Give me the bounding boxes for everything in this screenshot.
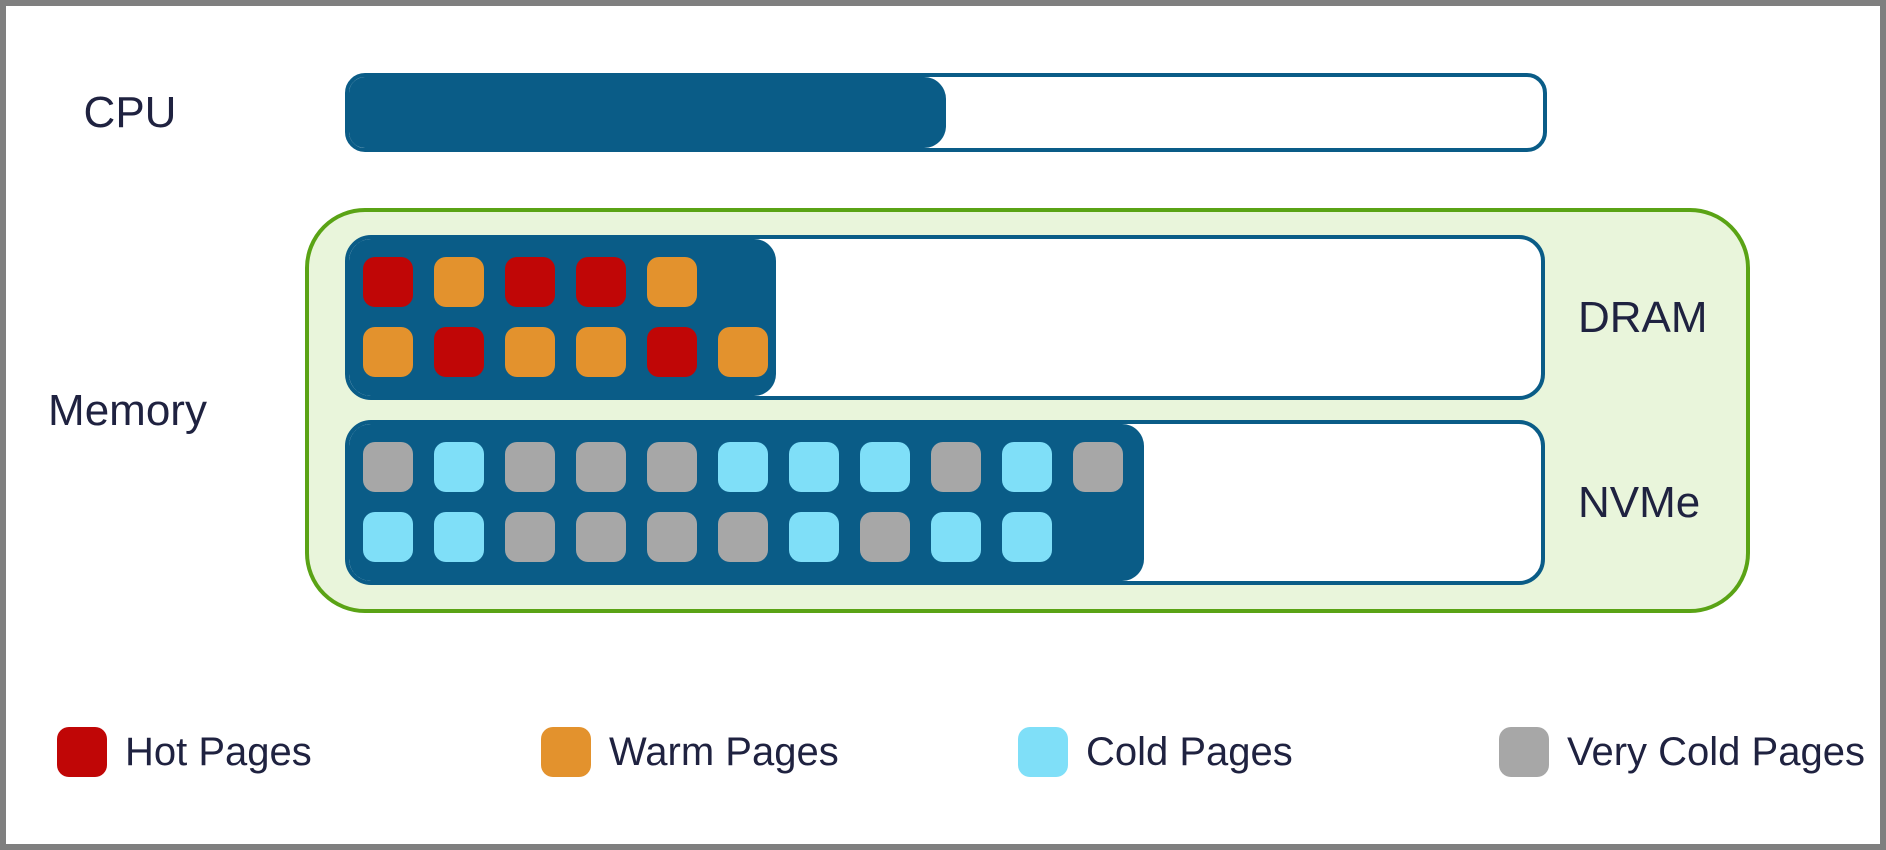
page-square-cold — [860, 442, 910, 492]
legend-item-cold: Cold Pages — [1018, 727, 1293, 777]
dram-pages — [363, 257, 768, 377]
legend-item-hot: Hot Pages — [57, 727, 312, 777]
legend-label-warm: Warm Pages — [609, 729, 839, 774]
legend-label-very-cold: Very Cold Pages — [1567, 729, 1865, 774]
hot-pages-swatch — [57, 727, 107, 777]
page-square-very-cold — [718, 512, 768, 562]
warm-pages-swatch — [541, 727, 591, 777]
page-square-cold — [434, 442, 484, 492]
dram-bar — [345, 235, 1545, 400]
page-square-warm — [434, 257, 484, 307]
page-square-warm — [363, 327, 413, 377]
dram-label: DRAM — [1578, 292, 1708, 342]
legend-label-hot: Hot Pages — [125, 729, 312, 774]
cpu-utilization-fill — [349, 77, 946, 148]
very-cold-pages-swatch — [1499, 727, 1549, 777]
page-square-warm — [576, 327, 626, 377]
memory-label: Memory — [48, 385, 207, 435]
legend-item-warm: Warm Pages — [541, 727, 839, 777]
page-square-cold — [1002, 512, 1052, 562]
page-row — [363, 442, 1123, 492]
cpu-utilization-bar — [345, 73, 1547, 152]
page-square-hot — [647, 327, 697, 377]
cold-pages-swatch — [1018, 727, 1068, 777]
page-square-warm — [647, 257, 697, 307]
page-square-cold — [363, 512, 413, 562]
page-square-very-cold — [647, 442, 697, 492]
page-square-very-cold — [1073, 442, 1123, 492]
page-square-hot — [434, 327, 484, 377]
page-square-cold — [931, 512, 981, 562]
page-square-cold — [718, 442, 768, 492]
nvme-pages — [363, 442, 1123, 562]
page-square-very-cold — [363, 442, 413, 492]
dram-used-fill — [349, 239, 776, 396]
legend-item-very-cold: Very Cold Pages — [1499, 727, 1865, 777]
nvme-label: NVMe — [1578, 477, 1701, 527]
page-row — [363, 512, 1123, 562]
page-square-very-cold — [576, 512, 626, 562]
page-square-hot — [576, 257, 626, 307]
page-row — [363, 257, 768, 307]
page-square-very-cold — [931, 442, 981, 492]
cpu-label: CPU — [83, 87, 177, 137]
page-square-cold — [789, 512, 839, 562]
page-square-very-cold — [576, 442, 626, 492]
page-square-cold — [789, 442, 839, 492]
legend: Hot Pages Warm Pages Cold Pages Very Col… — [0, 727, 1886, 777]
page-square-hot — [505, 257, 555, 307]
page-square-warm — [505, 327, 555, 377]
legend-label-cold: Cold Pages — [1086, 729, 1293, 774]
nvme-bar — [345, 420, 1545, 585]
page-square-hot — [363, 257, 413, 307]
page-square-very-cold — [505, 512, 555, 562]
page-square-cold — [434, 512, 484, 562]
page-row — [363, 327, 768, 377]
page-square-very-cold — [647, 512, 697, 562]
page-square-warm — [718, 327, 768, 377]
page-square-cold — [1002, 442, 1052, 492]
page-square-very-cold — [505, 442, 555, 492]
page-square-very-cold — [860, 512, 910, 562]
